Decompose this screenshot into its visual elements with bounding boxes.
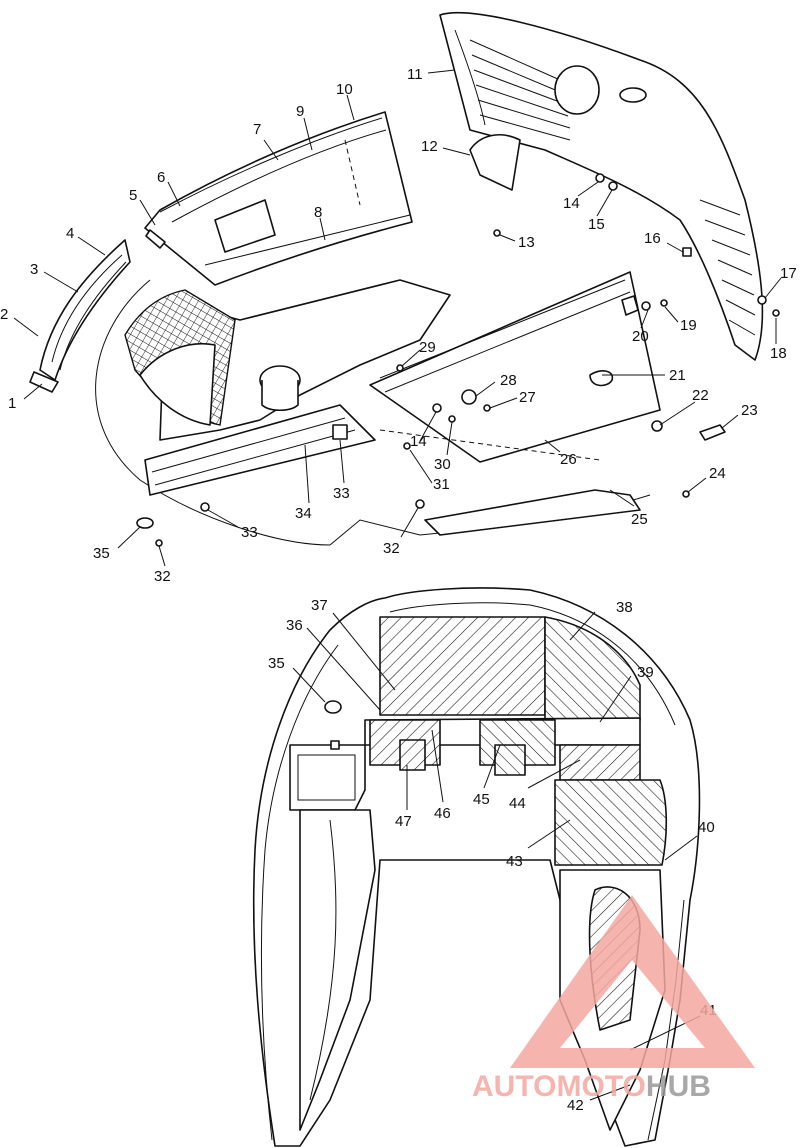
callout-14b: 14 [410, 433, 427, 450]
callout-40: 40 [698, 819, 715, 836]
callout-4: 4 [66, 225, 74, 242]
callout-18: 18 [770, 345, 787, 362]
right-side-panel [369, 271, 661, 463]
watermark-logo: AUTOMOTOHUB [472, 895, 755, 1103]
callout-31: 31 [433, 476, 450, 493]
callout-2: 2 [0, 306, 8, 323]
callout-42: 42 [567, 1097, 584, 1114]
callout-8: 8 [314, 204, 322, 221]
right-lower-trim [424, 489, 641, 536]
callout-24: 24 [709, 465, 726, 482]
callout-labels-upper: 1 2 3 4 5 6 7 8 9 10 11 12 13 14 14 15 1… [0, 66, 797, 585]
nose-trim [39, 239, 131, 381]
dash-vent-slats [469, 39, 571, 141]
callout-34: 34 [295, 505, 312, 522]
callout-29: 29 [419, 339, 436, 356]
insulation-pad-37 [379, 616, 546, 716]
left-side-panel [144, 404, 376, 496]
watermark-text-secondary: HUB [646, 1070, 711, 1103]
callout-33b: 33 [241, 524, 258, 541]
callout-6: 6 [157, 169, 165, 186]
callout-13: 13 [518, 234, 535, 251]
callout-43: 43 [506, 853, 523, 870]
callout-23: 23 [741, 402, 758, 419]
callout-26: 26 [560, 451, 577, 468]
callout-30: 30 [434, 456, 451, 473]
callout-11: 11 [407, 66, 423, 83]
leader-lines-lower [292, 611, 701, 1101]
upper-exploded-view: 1 2 3 4 5 6 7 8 9 10 11 12 13 14 14 15 1… [0, 11, 797, 585]
callout-3: 3 [30, 261, 38, 278]
callout-22: 22 [692, 387, 709, 404]
callout-25: 25 [631, 511, 648, 528]
callout-32a: 32 [383, 540, 400, 557]
right-insulation-block [559, 744, 641, 781]
leader-lines-upper [13, 69, 782, 567]
callout-38: 38 [616, 599, 633, 616]
callout-37: 37 [311, 597, 328, 614]
right-lower-insulation [554, 779, 668, 866]
top-panel [144, 111, 413, 286]
callout-20: 20 [632, 328, 649, 345]
watermark-text-primary: AUTOMOTO [472, 1070, 646, 1103]
insulation-pad-38 [544, 616, 641, 721]
callout-10: 10 [336, 81, 353, 98]
callout-17: 17 [780, 265, 797, 282]
callout-46: 46 [434, 805, 451, 822]
left-side-runner [299, 809, 376, 1131]
watermark-triangle-icon [510, 895, 755, 1068]
callout-12: 12 [421, 138, 438, 155]
callout-16: 16 [644, 230, 661, 247]
callout-36: 36 [286, 617, 303, 634]
callout-44: 44 [509, 795, 526, 812]
callout-1: 1 [8, 395, 16, 412]
callout-19: 19 [680, 317, 697, 334]
callout-9: 9 [296, 103, 304, 120]
callout-7: 7 [253, 121, 261, 138]
callout-33a: 33 [333, 485, 350, 502]
callout-35a: 35 [93, 545, 110, 562]
left-bracket [289, 744, 366, 811]
callout-5: 5 [129, 187, 137, 204]
callout-21: 21 [669, 367, 686, 384]
svg-text:AUTOMOTOHUB: AUTOMOTOHUB [472, 1070, 711, 1103]
air-duct [469, 134, 521, 191]
hardware [136, 173, 780, 547]
callout-39: 39 [637, 664, 654, 681]
callout-14a: 14 [563, 195, 580, 212]
callout-32b: 32 [154, 568, 171, 585]
callout-47: 47 [395, 813, 412, 830]
callout-27: 27 [519, 389, 536, 406]
callout-28: 28 [500, 372, 517, 389]
callout-45: 45 [473, 791, 490, 808]
console-side-slats [699, 199, 756, 336]
callout-35b: 35 [268, 655, 285, 672]
callout-15: 15 [588, 216, 605, 233]
